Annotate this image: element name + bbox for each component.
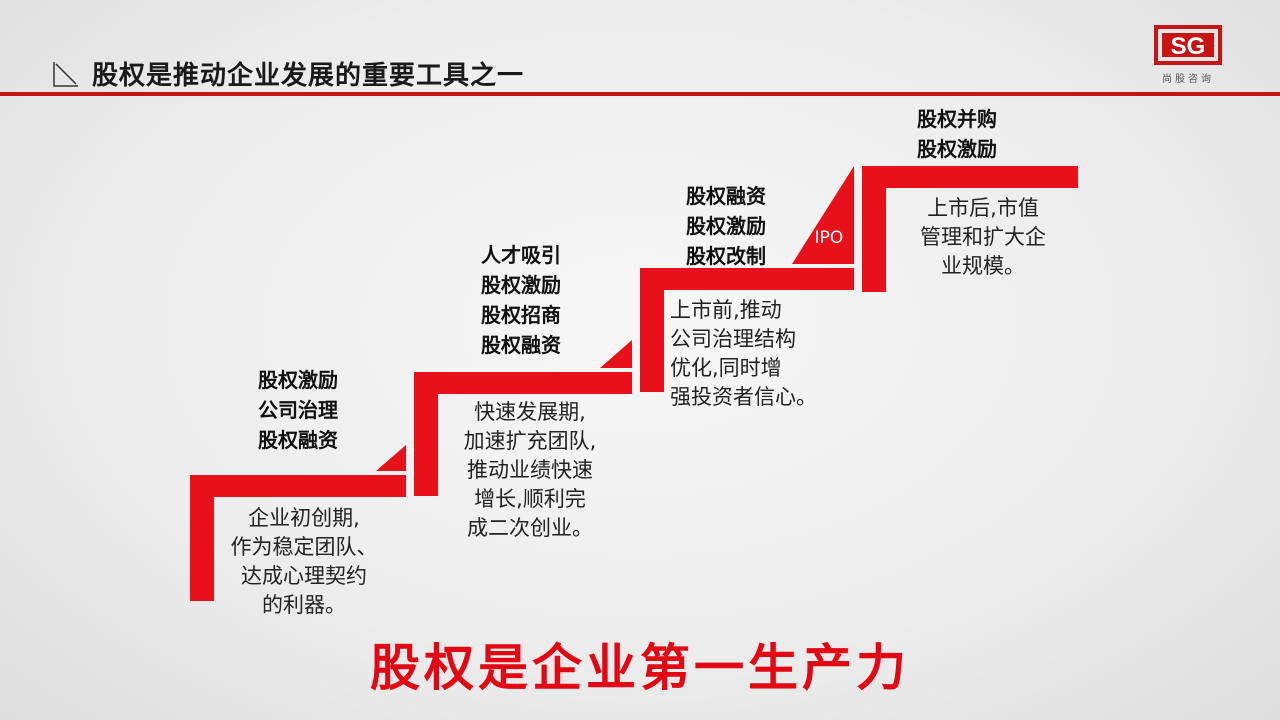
step1-tread xyxy=(190,475,406,497)
step2-desc-line: 快速发展期, xyxy=(474,400,586,424)
step2-desc-line: 成二次创业。 xyxy=(467,516,593,540)
step3-tag: 股权改制 xyxy=(686,244,766,268)
title-marker-icon xyxy=(53,62,78,87)
step3-desc-line: 上市前,推动 xyxy=(670,298,782,322)
step1-arrow-icon xyxy=(376,445,406,471)
step2-tag: 股权招商 xyxy=(481,303,561,327)
svg-text:SG: SG xyxy=(1171,33,1206,60)
step4-tag: 股权激励 xyxy=(917,137,997,161)
company-logo: SG xyxy=(1154,25,1222,65)
step1-desc-line: 企业初创期, xyxy=(248,506,360,530)
step2-tags: 人才吸引 股权激励 股权招商 股权融资 xyxy=(442,240,600,360)
step2-description: 快速发展期, 加速扩充团队, 推动业绩快速 增长,顺利完 成二次创业。 xyxy=(432,398,628,543)
step3-tags: 股权融资 股权激励 股权改制 xyxy=(658,181,794,271)
step2-tag: 人才吸引 xyxy=(481,243,561,267)
step2-desc-line: 加速扩充团队, xyxy=(463,429,597,453)
step3-tread xyxy=(640,268,854,290)
step4-desc-line: 管理和扩大企 xyxy=(920,225,1046,249)
ipo-label: IPO xyxy=(814,228,844,248)
step3-tag: 股权激励 xyxy=(686,214,766,238)
step2-desc-line: 推动业绩快速 xyxy=(467,458,593,482)
step4-tread xyxy=(862,166,1078,188)
slogan: 股权是企业第一生产力 xyxy=(370,639,910,697)
step2-tag: 股权激励 xyxy=(481,273,561,297)
step1-desc-line: 作为稳定团队、 xyxy=(230,535,378,559)
step4-tags: 股权并购 股权激励 xyxy=(892,104,1022,164)
step2-arrow-icon xyxy=(600,340,632,368)
page-title: 股权是推动企业发展的重要工具之一 xyxy=(92,61,525,91)
step2-desc-line: 增长,顺利完 xyxy=(474,487,586,511)
step3-desc-line: 优化,同时增 xyxy=(670,356,782,380)
step3-tag: 股权融资 xyxy=(686,184,766,208)
step3-desc-line: 强投资者信心。 xyxy=(670,385,817,409)
logo-subtitle: 尚股咨询 xyxy=(1162,74,1214,85)
header-divider xyxy=(0,92,1280,96)
step4-description: 上市后,市值 管理和扩大企 业规模。 xyxy=(888,194,1078,281)
step1-description: 企业初创期, 作为稳定团队、 达成心理契约 的利器。 xyxy=(206,504,402,620)
step1-tag: 股权激励 xyxy=(258,368,338,392)
step3-desc-line: 公司治理结构 xyxy=(670,327,796,351)
step1-tag: 股权融资 xyxy=(258,428,338,452)
step1-tag: 公司治理 xyxy=(258,398,338,422)
ipo-arrow-icon xyxy=(792,166,854,264)
step2-tread xyxy=(414,372,632,394)
step4-desc-line: 业规模。 xyxy=(941,254,1025,278)
step1-desc-line: 达成心理契约 xyxy=(241,564,367,588)
step1-desc-line: 的利器。 xyxy=(262,593,346,617)
step1-tags: 股权激励 公司治理 股权融资 xyxy=(220,365,376,455)
step4-tag: 股权并购 xyxy=(917,107,997,131)
step2-tag: 股权融资 xyxy=(481,333,561,357)
step3-description: 上市前,推动 公司治理结构 优化,同时增 强投资者信心。 xyxy=(670,296,850,412)
step4-desc-line: 上市后,市值 xyxy=(927,196,1039,220)
